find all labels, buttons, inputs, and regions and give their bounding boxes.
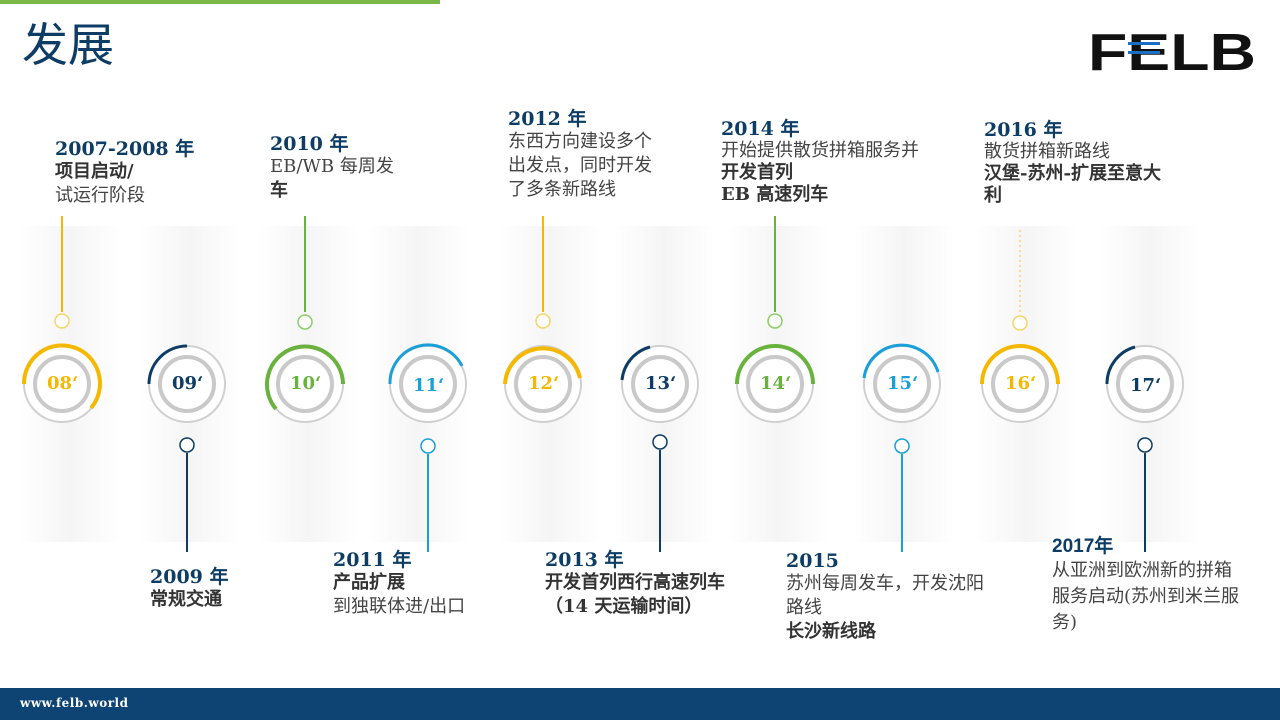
ring-15: [862, 343, 941, 423]
ring-13: [620, 345, 699, 423]
milestone-label: 09‘: [172, 373, 204, 394]
milestone-2013: 2013 年 开发首列西行高速列车 （14 天运输时间）: [545, 549, 725, 617]
felb-logo: FELB: [1088, 26, 1256, 74]
milestone-year: 2016 年: [984, 119, 1063, 141]
milestone-year: 2010 年: [270, 133, 349, 155]
page-title: 发展: [22, 18, 114, 72]
milestone-2012: 2012 年 东西方向建设多个 出发点，同时开发 了多条新路线: [508, 108, 652, 200]
website-link[interactable]: www.felb.world: [20, 696, 129, 710]
ring-11: [388, 343, 467, 423]
milestone-2015: 2015 苏州每周发车，开发沈阳 路线 长沙新线路: [786, 550, 984, 642]
milestone-label: 11‘: [413, 375, 445, 396]
milestone-2008: 2007-2008 年 项目启动/ 试运行阶段: [55, 138, 195, 206]
milestone-year: 2013 年: [545, 549, 624, 571]
top-accent-line: [0, 0, 440, 4]
milestone-2017: 2017年 从亚洲到欧洲新的拼箱 服务启动(苏州到米兰服 务): [1052, 536, 1240, 633]
milestone-label: 13‘: [645, 373, 677, 394]
milestone-label: 12‘: [528, 373, 560, 394]
milestone-label: 17‘: [1130, 375, 1162, 396]
milestone-year: 2011 年: [333, 549, 412, 571]
milestone-year: 2007-2008 年: [55, 138, 195, 160]
footer-bar: www.felb.world: [0, 688, 1280, 720]
milestone-2010: 2010 年 EB/WB 每周发 车: [270, 133, 394, 201]
ring-16: [980, 344, 1060, 423]
milestone-year: 2012 年: [508, 108, 587, 130]
milestone-year: 2014 年: [721, 118, 800, 140]
ring-17: [1105, 345, 1184, 423]
milestone-year: 2017年: [1052, 536, 1114, 557]
milestone-label: 15‘: [887, 373, 919, 394]
milestone-year: 2015: [786, 550, 839, 572]
milestone-label: 08‘: [47, 373, 79, 394]
milestone-2009: 2009 年 常规交通: [150, 566, 229, 610]
ring-10: [265, 344, 345, 423]
milestone-label: 10‘: [290, 373, 322, 394]
milestone-year: 2009 年: [150, 566, 229, 588]
milestone-2014: 2014 年 开始提供散货拼箱服务并 开发首列 EB 高速列车: [721, 118, 919, 205]
ring-14: [735, 344, 815, 423]
ring-08: [21, 343, 102, 423]
ring-12: [503, 345, 582, 423]
milestone-label: 16‘: [1005, 373, 1037, 394]
milestone-2011: 2011 年 产品扩展 到独联体进/出口: [333, 549, 466, 617]
milestone-label: 14‘: [760, 373, 792, 394]
milestone-2016: 2016 年 散货拼箱新路线 汉堡-苏州-扩展至意大 利: [984, 119, 1161, 206]
logo-text: FELB: [1088, 26, 1256, 74]
ring-09: [147, 344, 226, 423]
